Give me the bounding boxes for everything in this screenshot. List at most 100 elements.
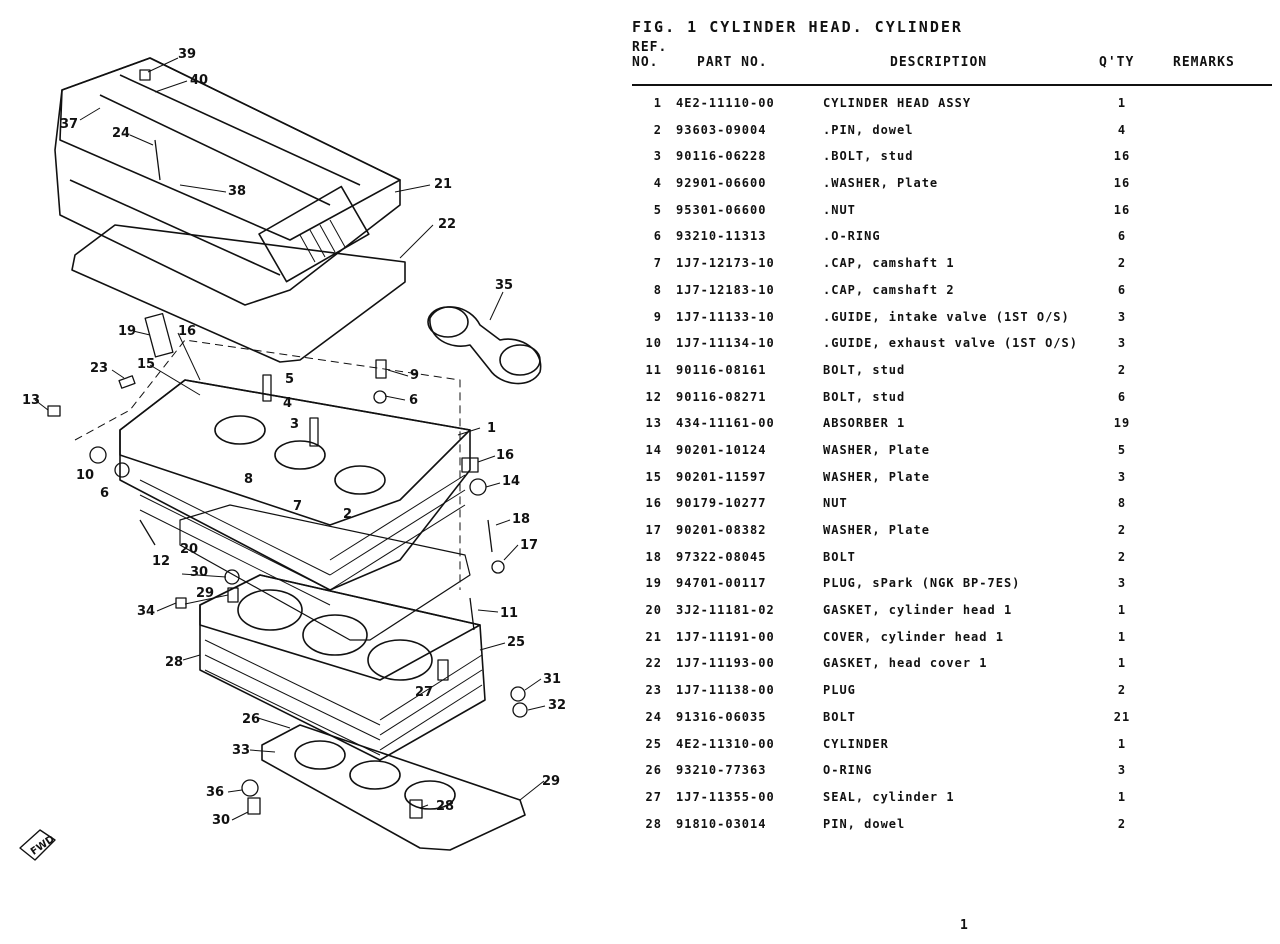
- fwd-arrow-icon: [19, 829, 56, 861]
- diagram-callout: 34: [137, 604, 155, 619]
- qty-cell: 5: [1117, 442, 1127, 457]
- description-cell: SEAL, cylinder 1: [823, 789, 955, 804]
- diagram-callout: 3: [290, 417, 299, 432]
- description-cell: .WASHER, Plate: [823, 176, 939, 191]
- table-row: 27 1J7-11355-00 SEAL, cylinder 1 1: [632, 786, 1272, 813]
- description-cell: .O-RING: [823, 229, 881, 244]
- qty-cell: 3: [1117, 336, 1127, 351]
- diagram-callout: 2: [343, 507, 352, 522]
- qty-cell: 8: [1117, 496, 1127, 511]
- qty-cell: 6: [1117, 282, 1127, 297]
- column-header-qty: Q'TY: [1099, 55, 1135, 70]
- part-no-cell: 97322-08045: [676, 549, 767, 564]
- description-cell: .GUIDE, exhaust valve (1ST O/S): [823, 336, 1078, 351]
- qty-cell: 1: [1117, 789, 1127, 804]
- part-no-cell: 1J7-11191-00: [676, 629, 775, 644]
- part-no-cell: 94701-00117: [676, 576, 767, 591]
- part-no-cell: 95301-06600: [676, 202, 767, 217]
- cylinder-block-illustration: [199, 574, 486, 761]
- description-cell: O-RING: [823, 763, 873, 778]
- diagram-callout: 6: [100, 486, 109, 501]
- ref-cell: 23: [645, 683, 662, 698]
- diagram-callout: 17: [520, 538, 538, 553]
- description-cell: GASKET, head cover 1: [823, 656, 988, 671]
- diagram-callout: 4: [283, 396, 292, 411]
- diagram-callout: 19: [118, 324, 136, 339]
- diagram-callout: 29: [542, 774, 560, 789]
- description-cell: BOLT, stud: [823, 362, 906, 377]
- ref-cell: 21: [645, 629, 662, 644]
- part-no-cell: 93210-11313: [676, 229, 767, 244]
- diagram-callout: 8: [244, 472, 253, 487]
- description-cell: PLUG, sPark (NGK BP-7ES): [823, 576, 1021, 591]
- description-cell: BOLT: [823, 549, 856, 564]
- part-no-cell: 1J7-11133-10: [676, 309, 775, 324]
- description-cell: WASHER, Plate: [823, 469, 930, 484]
- diagram-callout: 35: [495, 278, 513, 293]
- part-no-cell: 90116-08161: [676, 362, 767, 377]
- ref-cell: 1: [653, 96, 662, 110]
- part-no-cell: 1J7-11355-00: [676, 789, 775, 804]
- diagram-callout: 28: [436, 799, 454, 814]
- qty-cell: 1: [1117, 656, 1127, 671]
- diagram-callout: 1: [487, 421, 496, 436]
- description-cell: PIN, dowel: [823, 816, 906, 831]
- description-cell: BOLT, stud: [823, 389, 906, 404]
- diagram-callout: 5: [285, 372, 294, 387]
- ref-cell: 27: [645, 789, 662, 804]
- description-cell: PLUG: [823, 683, 856, 698]
- ref-cell: 18: [645, 549, 662, 564]
- diagram-callout: 15: [137, 357, 155, 372]
- qty-cell: 2: [1117, 256, 1127, 271]
- diagram-callout: 24: [112, 126, 130, 141]
- description-cell: ABSORBER 1: [823, 416, 906, 431]
- diagram-callout: 6: [409, 393, 418, 408]
- diagram-callout: 11: [500, 606, 518, 621]
- part-no-cell: 92901-06600: [676, 176, 767, 191]
- column-header-part-no: PART NO.: [697, 55, 768, 70]
- description-cell: .GUIDE, intake valve (1ST O/S): [823, 309, 1070, 324]
- ref-cell: 15: [645, 469, 662, 484]
- ref-cell: 17: [645, 523, 662, 537]
- diagram-callout: 27: [415, 685, 433, 700]
- cylinder-head-illustration: [74, 339, 471, 606]
- base-gasket: [261, 724, 526, 851]
- ref-cell: 5: [653, 202, 662, 217]
- diagram-callout: 30: [190, 565, 208, 580]
- ref-cell: 14: [645, 442, 662, 457]
- qty-cell: 2: [1117, 549, 1127, 564]
- part-no-cell: 1J7-12183-10: [676, 282, 775, 297]
- ref-cell: 3: [653, 149, 662, 164]
- header-rule: [632, 84, 1272, 86]
- ref-cell: 20: [645, 603, 662, 618]
- diagram-callout: 22: [438, 217, 456, 232]
- qty-cell: 2: [1117, 523, 1127, 537]
- part-no-cell: 90201-11597: [676, 469, 767, 484]
- description-cell: .BOLT, stud: [823, 149, 914, 164]
- diagram-callout: 40: [190, 73, 208, 88]
- diagram-callout: 20: [180, 542, 198, 557]
- diagram-callout: 14: [502, 474, 520, 489]
- qty-cell: 1: [1117, 603, 1127, 618]
- qty-cell: 6: [1117, 229, 1127, 244]
- qty-cell: 2: [1117, 683, 1127, 698]
- diagram-callout: 30: [212, 813, 230, 828]
- qty-cell: 3: [1117, 576, 1127, 591]
- page-number: 1: [960, 918, 968, 933]
- part-no-cell: 93210-77363: [676, 763, 767, 778]
- ref-cell: 6: [653, 229, 662, 244]
- part-no-cell: 1J7-11134-10: [676, 336, 775, 351]
- diagram-callout: 26: [242, 712, 260, 727]
- description-cell: .CAP, camshaft 1: [823, 256, 955, 271]
- table-row: 6 93210-11313 .O-RING 6: [632, 225, 1272, 252]
